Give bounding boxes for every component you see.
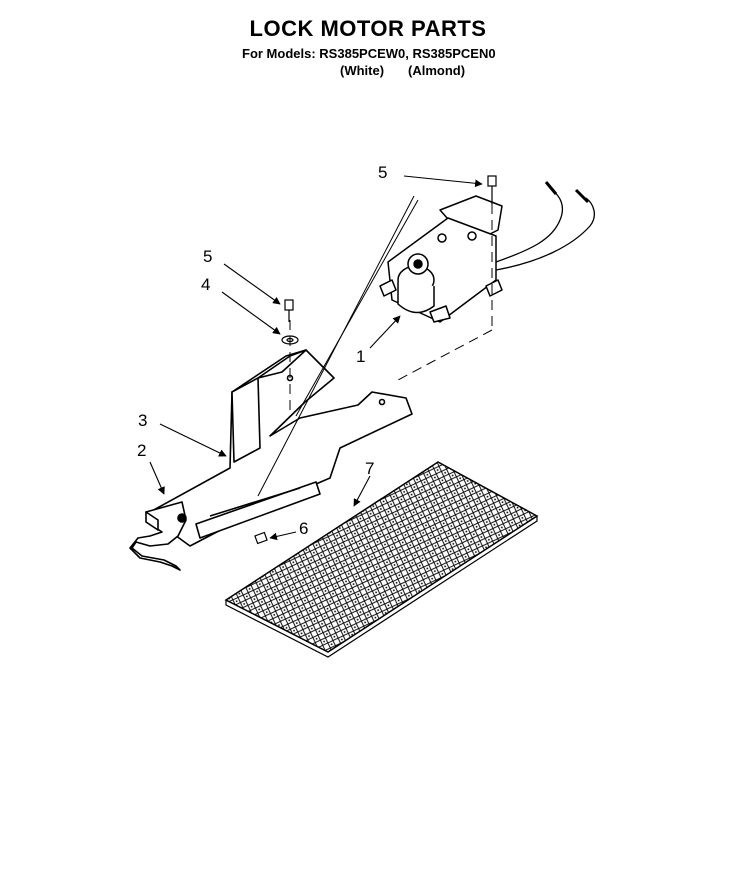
callout-7: 7	[365, 459, 374, 478]
screw-upper-right	[487, 175, 497, 204]
alignment-lines	[289, 204, 493, 414]
lock-motor	[379, 195, 503, 323]
callout-4: 4	[201, 275, 210, 294]
models-line: For Models: RS385PCEW0, RS385PCEN0	[242, 46, 496, 61]
callout-arrows	[149, 175, 483, 541]
callout-6: 6	[299, 519, 308, 538]
insulation-pad	[224, 461, 539, 658]
callout-5-left: 5	[203, 247, 212, 266]
bracket-assembly	[129, 349, 413, 571]
color-white-label: (White)	[340, 63, 385, 78]
pointer-lines	[257, 195, 419, 497]
screw-left	[284, 299, 294, 322]
callout-1: 1	[356, 347, 365, 366]
callout-3: 3	[138, 411, 147, 430]
callout-5-upper: 5	[378, 163, 387, 182]
models-label: For Models:	[242, 46, 316, 61]
page-title: LOCK MOTOR PARTS	[249, 16, 487, 41]
screw-lower	[254, 531, 268, 545]
motor-wires	[495, 181, 596, 271]
color-almond-label: (Almond)	[408, 63, 466, 78]
models-list: RS385PCEW0, RS385PCEN0	[319, 46, 496, 61]
callout-2: 2	[137, 441, 146, 460]
